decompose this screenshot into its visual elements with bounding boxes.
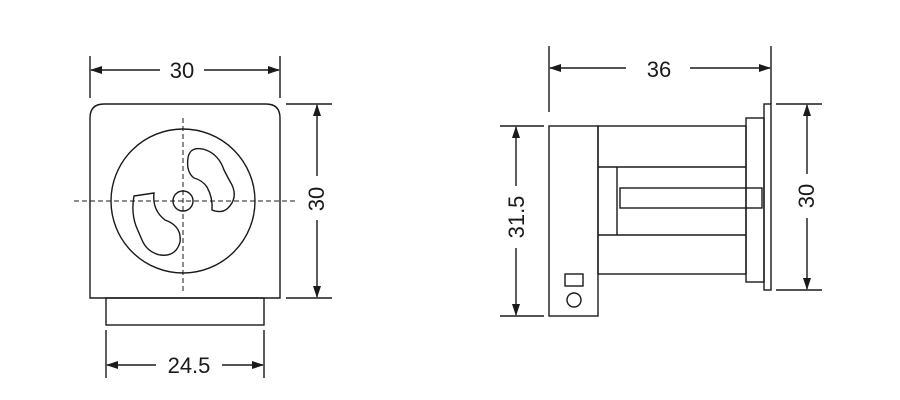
side-flange-plate (763, 103, 772, 291)
front-top-dimension-label: 30 (170, 58, 194, 83)
side-housing-screw (566, 292, 582, 308)
front-right-dimension-label: 30 (304, 187, 329, 211)
side-view (500, 46, 822, 317)
front-slot-upper (186, 147, 235, 213)
front-body-outline (89, 103, 281, 299)
side-left-dimension-label: 31.5 (504, 196, 529, 239)
side-right-section (745, 117, 765, 283)
side-housing-indicator (564, 273, 584, 287)
front-view (74, 56, 332, 378)
side-right-dimension-label: 30 (794, 184, 819, 208)
side-housing-block (548, 125, 599, 317)
side-top-dimension-label: 36 (647, 57, 671, 82)
front-slot-lower (132, 192, 181, 256)
side-channel (619, 187, 763, 209)
front-base (105, 297, 265, 326)
front-bottom-dimension-label: 24.5 (168, 353, 211, 378)
